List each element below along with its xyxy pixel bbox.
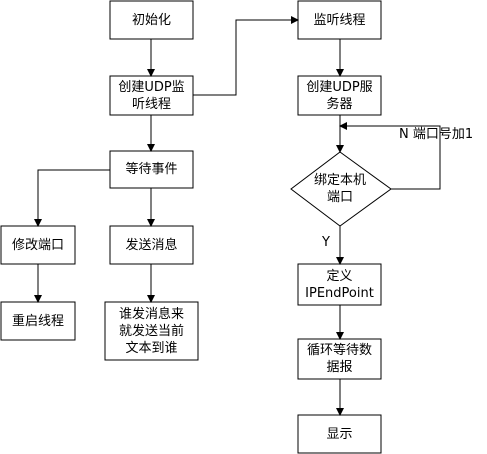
- create-server-label: 创建UDP服 务器: [306, 79, 373, 112]
- modify-port-box: [0, 225, 76, 265]
- init-label: 初始化: [131, 12, 171, 28]
- yes-branch-label: Y: [322, 235, 330, 250]
- modify-port-label: 修改端口: [11, 237, 64, 253]
- create-listen-label: 创建UDP监 听线程: [118, 79, 185, 112]
- send-message-label: 发送消息: [125, 237, 178, 253]
- bind-port-label: 绑定本机 端口: [313, 173, 366, 205]
- send-text-label: 谁发消息来 就发送当前 文本到谁: [118, 306, 184, 356]
- send-message-box: [109, 225, 194, 265]
- restart-thread-box: [0, 301, 76, 341]
- send-text-box: [104, 301, 199, 361]
- no-branch-label: N 端口号加1: [399, 127, 474, 142]
- init-box: [109, 0, 194, 40]
- restart-thread-label: 重启线程: [11, 313, 64, 329]
- create-listen-box: [109, 75, 194, 116]
- display-label: 显示: [326, 426, 353, 442]
- wait-event-label: 等待事件: [125, 162, 178, 177]
- arrow-bind-no-loop: [339, 122, 441, 190]
- loop-wait-label: 循环等待数 据报: [306, 343, 372, 375]
- define-endpoint-label: 定义 IPEndPoint: [305, 268, 374, 301]
- display-box: [297, 414, 382, 454]
- arrow-create-to-listen: [193, 16, 299, 96]
- arrow-wait-to-modify: [34, 169, 110, 227]
- listen-thread-label: 监听线程: [313, 12, 366, 28]
- loop-wait-box: [297, 338, 382, 380]
